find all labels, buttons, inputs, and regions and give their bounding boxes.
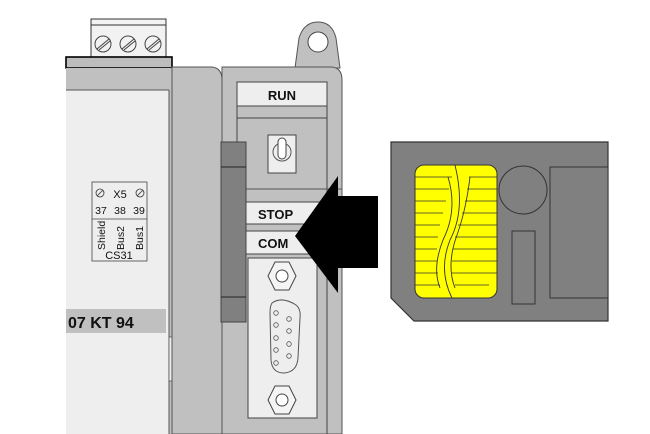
memory-card-slot[interactable]	[220, 141, 247, 323]
stop-label: STOP	[258, 207, 293, 222]
screw-icon	[119, 35, 137, 53]
signal-shield: Shield	[96, 221, 108, 250]
model-label-band	[66, 309, 166, 333]
hex-nut-icon	[267, 261, 297, 291]
db9-serial-connector[interactable]	[269, 299, 301, 374]
run-label: RUN	[268, 88, 296, 103]
pin-38: 38	[114, 205, 126, 217]
serial-port-panel	[247, 257, 318, 419]
run-stop-toggle-switch[interactable]	[267, 134, 297, 174]
screw-icon	[135, 188, 145, 198]
pin-39: 39	[133, 205, 145, 217]
hex-nut-icon	[267, 385, 297, 415]
insert-arrow-icon	[295, 176, 378, 293]
card-contacts	[414, 164, 498, 299]
screw-icon	[144, 35, 162, 53]
terminal-x5-label: X5 37 38 39 Shield Bus2 Bus1	[91, 181, 148, 262]
pin-37: 37	[95, 205, 107, 217]
signal-bus1: Bus1	[134, 226, 146, 250]
com-label: COM	[258, 236, 288, 251]
mounting-hole	[307, 31, 329, 53]
model-label: 07 KT 94	[68, 315, 134, 332]
top-ledge	[65, 56, 173, 69]
terminal-name: X5	[113, 189, 126, 201]
interface-label: CS31	[105, 250, 133, 262]
terminal-block-top	[90, 18, 167, 58]
signal-bus2: Bus2	[115, 226, 127, 250]
memory-card	[390, 141, 609, 322]
screw-icon	[95, 188, 105, 198]
screw-icon	[94, 35, 112, 53]
middle-module	[171, 66, 223, 434]
